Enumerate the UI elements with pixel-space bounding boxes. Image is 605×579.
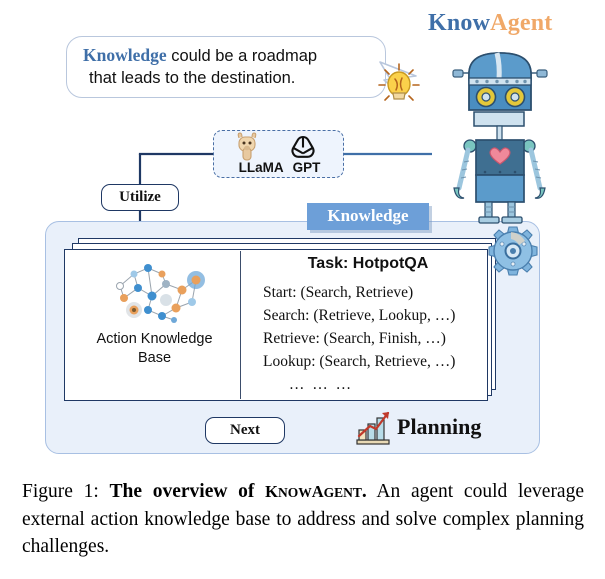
gpt-label: GPT [292, 160, 321, 175]
llm-models-box: LLaMA GPT [213, 130, 344, 178]
action-knowledge-card [64, 249, 488, 401]
action-rule-lookup: Lookup: (Search, Retrieve, …) [263, 353, 456, 370]
openai-gpt-icon [291, 135, 315, 158]
akb-label-line2: Base [137, 350, 172, 366]
caption-bold-lead: The overview of [109, 481, 266, 502]
action-rule-start: Start: (Search, Retrieve) [263, 284, 414, 301]
llm-icons [214, 132, 345, 161]
planning-label: Planning [397, 414, 482, 439]
action-rules-ellipsis: … … … [288, 376, 354, 393]
speech-bubble: Knowledge could be a roadmap that leads … [66, 36, 386, 98]
knowledge-graph-icon [116, 264, 205, 323]
next-node: Next [205, 417, 285, 444]
bar-chart-growth-icon [356, 411, 390, 445]
speech-bubble-line1-rest: could be a roadmap [166, 47, 318, 65]
brand-logo-know: Know [428, 10, 491, 36]
speech-bubble-line1: Knowledge could be a roadmap [83, 45, 375, 66]
caption-bold-period: . [361, 481, 367, 502]
llm-labels: LLaMA GPT [214, 160, 345, 175]
action-knowledge-base-label: Action Knowledge Base [72, 330, 237, 368]
figure-diagram: KnowAgent Knowledge could be a roadmap t… [45, 10, 552, 454]
akb-label-line1: Action Knowledge [96, 331, 213, 347]
caption-rest: An agent could leverage external action … [22, 481, 584, 557]
caption-figure-name: KNOWAGENT [265, 482, 362, 501]
lightbulb-icon [378, 63, 420, 101]
speech-bubble-line2: that leads to the destination. [89, 69, 296, 87]
card-divider [240, 251, 242, 399]
utilize-node: Utilize [101, 184, 179, 211]
action-rule-search: Search: (Retrieve, Lookup, …) [263, 307, 456, 324]
action-rule-retrieve: Retrieve: (Search, Finish, …) [263, 330, 446, 347]
robot-mascot-icon [452, 52, 548, 224]
action-rules-list: Start: (Search, Retrieve) Search: (Retri… [263, 281, 493, 396]
gear-icon [488, 226, 538, 276]
llama-icon [237, 132, 257, 161]
brand-logo-agent: Agent [490, 10, 553, 36]
llama-label: LLaMA [238, 160, 284, 175]
speech-bubble-highlight: Knowledge [83, 45, 167, 65]
task-title: Task: HotpotQA [307, 255, 429, 272]
knowledge-banner: Knowledge [307, 203, 429, 230]
brand-logo: KnowAgent [428, 10, 552, 37]
caption-prefix: Figure 1: [22, 481, 110, 502]
figure-caption: Figure 1: The overview of KNOWAGENT. An … [22, 478, 584, 560]
